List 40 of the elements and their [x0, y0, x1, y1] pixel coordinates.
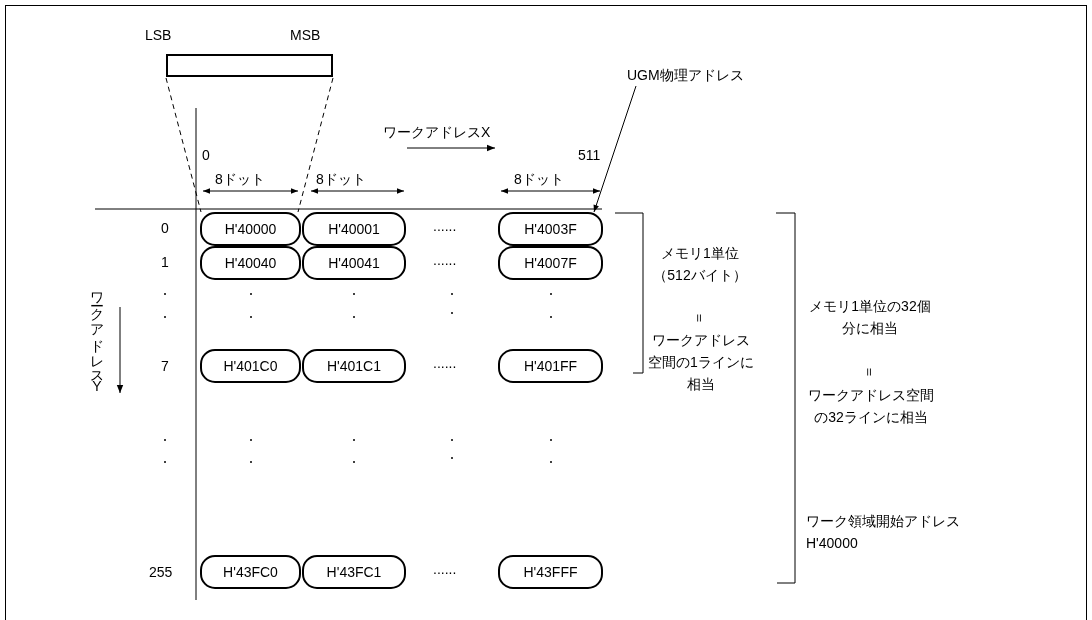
- address-cell: H'4003F: [498, 212, 603, 246]
- dimension-label: 8ドット: [514, 170, 564, 189]
- dimension-label: 8ドット: [215, 170, 265, 189]
- address-cell: H'40000: [200, 212, 301, 246]
- annotation-text: ワーク領域開始アドレス H'40000: [806, 512, 961, 553]
- ellipsis: ......: [433, 217, 457, 236]
- bit-label: MSB: [290, 26, 321, 45]
- row-number: 255: [149, 563, 173, 582]
- equals-sign: ＝: [691, 310, 709, 327]
- address-cell: H'401FF: [498, 349, 603, 383]
- annotation-text: メモリ1単位の32個分に相当: [808, 297, 932, 338]
- annotation-text: ワークアドレス空間の32ラインに相当: [807, 386, 935, 427]
- annotation-text: メモリ1単位（512バイト）: [652, 244, 748, 285]
- ellipsis: ......: [433, 560, 457, 579]
- address-cell: H'43FC0: [200, 555, 301, 589]
- row-number: 7: [161, 357, 169, 376]
- bit-label: LSB: [145, 26, 172, 45]
- address-cell: H'43FC1: [302, 555, 406, 589]
- axis-value: 0: [202, 146, 210, 165]
- projection-line: [165, 77, 202, 213]
- address-cell: H'40001: [302, 212, 406, 246]
- axis-title: ワークアドレスY: [88, 282, 106, 394]
- ellipsis: ......: [433, 251, 457, 270]
- ellipsis: ......: [433, 354, 457, 373]
- leader-line: [593, 85, 637, 213]
- axis-value: 511: [578, 146, 601, 165]
- projection-line: [297, 77, 334, 213]
- row-number: 1: [161, 253, 169, 272]
- dimension-label: 8ドット: [316, 170, 366, 189]
- equals-sign: ＝: [861, 364, 879, 381]
- address-cell: H'40041: [302, 246, 406, 280]
- address-cell: H'401C1: [302, 349, 406, 383]
- address-cell: H'40040: [200, 246, 301, 280]
- axis-title: ワークアドレスX: [383, 123, 491, 142]
- address-cell: H'401C0: [200, 349, 301, 383]
- address-cell: H'43FFF: [498, 555, 603, 589]
- address-cell: H'4007F: [498, 246, 603, 280]
- callout-text: UGM物理アドレス: [627, 64, 744, 86]
- row-number: 0: [161, 219, 169, 238]
- annotation-text: ワークアドレス空間の1ラインに相当: [647, 331, 755, 394]
